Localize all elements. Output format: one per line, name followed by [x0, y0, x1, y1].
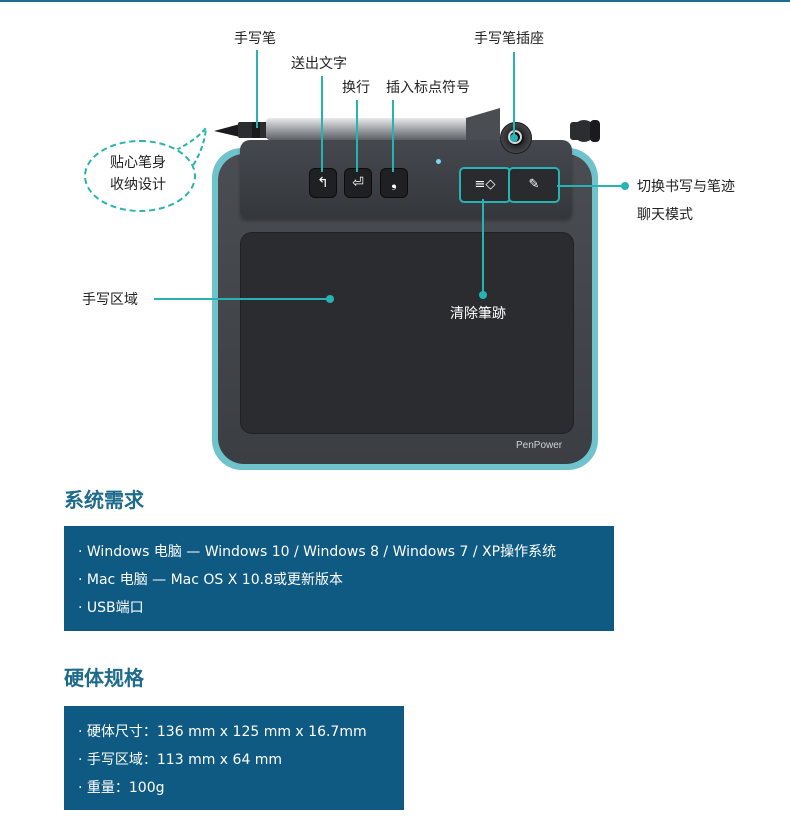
feature-bubble-text: 贴心笔身 收纳设计: [84, 152, 192, 196]
socket-callout-dot: [510, 134, 518, 142]
system-requirement-item: · USB端口: [78, 600, 144, 616]
switch-callout-dot: [621, 182, 629, 190]
label-send-text: 送出文字: [291, 56, 347, 72]
writing-area-callout-dot: [326, 295, 334, 303]
send-text-button[interactable]: ↰: [309, 168, 337, 198]
switch-callout-line: [557, 185, 623, 187]
label-switch-mode-1: 切换书写与笔迹: [637, 179, 735, 195]
label-newline: 换行: [342, 80, 370, 96]
clear-callout-dot: [479, 291, 487, 299]
status-led: [436, 159, 441, 164]
punctuation-callout-line: [392, 100, 394, 172]
system-requirement-item: · Mac 电脑 — Mac OS X 10.8或更新版本: [78, 572, 343, 588]
top-divider: [0, 0, 790, 2]
system-requirements-box: · Windows 电脑 — Windows 10 / Windows 8 / …: [64, 526, 614, 631]
feature-bubble: [84, 140, 196, 212]
bubble-line-1: 贴心笔身: [110, 155, 166, 171]
punctuation-button[interactable]: ❟: [380, 168, 408, 198]
hardware-specs-box: · 硬体尺寸：136 mm x 125 mm x 16.7mm · 手写区域：1…: [64, 706, 404, 810]
clear-callout-line: [482, 199, 484, 295]
product-figure: ↰ ⏎ ❟ ≡◇ ✎ PenPower 贴心笔身 收纳设计 手写笔 手写笔插座 …: [82, 31, 735, 470]
label-punctuation: 插入标点符号: [386, 80, 470, 96]
writing-pad[interactable]: [240, 232, 574, 434]
label-stylus-socket: 手写笔插座: [474, 31, 544, 47]
clear-strokes-button[interactable]: ≡◇: [459, 167, 511, 203]
label-switch-mode-2: 聊天模式: [637, 207, 693, 223]
bubble-line-2: 收纳设计: [110, 177, 166, 193]
hardware-spec-item: · 手写区域：113 mm x 64 mm: [78, 752, 283, 768]
brand-logo-text: PenPower: [516, 440, 563, 451]
label-clear-strokes: 清除筆跡: [450, 306, 506, 322]
newline-callout-line: [356, 100, 358, 172]
hardware-spec-item: · 硬体尺寸：136 mm x 125 mm x 16.7mm: [78, 724, 367, 740]
hardware-spec-item: · 重量：100g: [78, 780, 165, 796]
stylus-illustration: [214, 108, 600, 142]
stylus-callout-line: [256, 50, 258, 128]
socket-callout-line: [513, 52, 515, 138]
send-text-callout-line: [321, 76, 323, 172]
system-requirements-title: 系统需求: [64, 488, 144, 512]
label-writing-area: 手写区域: [82, 292, 138, 308]
switch-mode-button[interactable]: ✎: [508, 167, 560, 203]
newline-button[interactable]: ⏎: [344, 168, 372, 198]
label-stylus: 手写笔: [234, 31, 276, 47]
hardware-specs-title: 硬体规格: [64, 666, 144, 690]
system-requirement-item: · Windows 电脑 — Windows 10 / Windows 8 / …: [78, 544, 557, 560]
writing-area-callout-line: [154, 298, 330, 300]
